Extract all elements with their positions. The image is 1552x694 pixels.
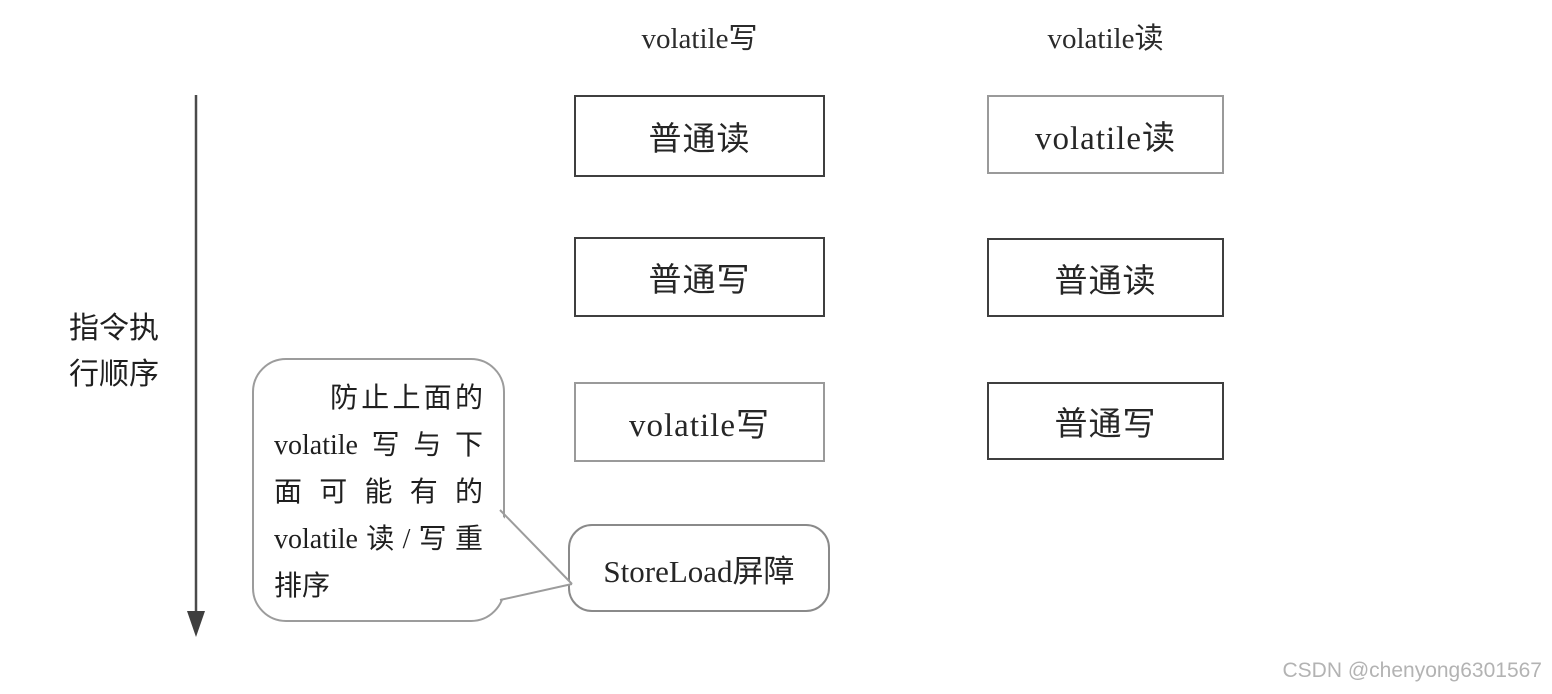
- callout-tail: [496, 509, 573, 601]
- callout-line: 排序: [274, 571, 331, 602]
- read-seq-box-normal-write: 普通写: [987, 382, 1224, 460]
- write-seq-box-normal-write: 普通写: [574, 237, 825, 317]
- csdn-watermark: CSDN @chenyong6301567: [1282, 659, 1543, 682]
- write-seq-box-normal-read: 普通读: [574, 95, 825, 177]
- read-seq-box-normal-read: 普通读: [987, 238, 1224, 317]
- execution-order-label-line2: 行顺序: [69, 358, 159, 391]
- callout-line: 防止上面的: [330, 383, 483, 414]
- callout-bubble: 防止上面的 volatile写与下 面可能有的 volatile读/写重 排序: [252, 358, 505, 622]
- column-header-volatile-write: volatile写: [641, 23, 758, 55]
- callout-line: volatile读/写重: [274, 524, 483, 555]
- callout-line: 面可能有的: [274, 477, 483, 508]
- read-seq-box-volatile-read: volatile读: [987, 95, 1224, 174]
- callout-line: volatile写与下: [274, 430, 483, 461]
- storeload-barrier-box: StoreLoad屏障: [568, 524, 830, 612]
- execution-order-label: 指令执 行顺序: [50, 306, 178, 398]
- execution-order-arrow-icon: [187, 95, 205, 637]
- column-header-volatile-read: volatile读: [1047, 23, 1164, 55]
- execution-order-label-line1: 指令执: [69, 312, 159, 345]
- write-seq-box-volatile-write: volatile写: [574, 382, 825, 462]
